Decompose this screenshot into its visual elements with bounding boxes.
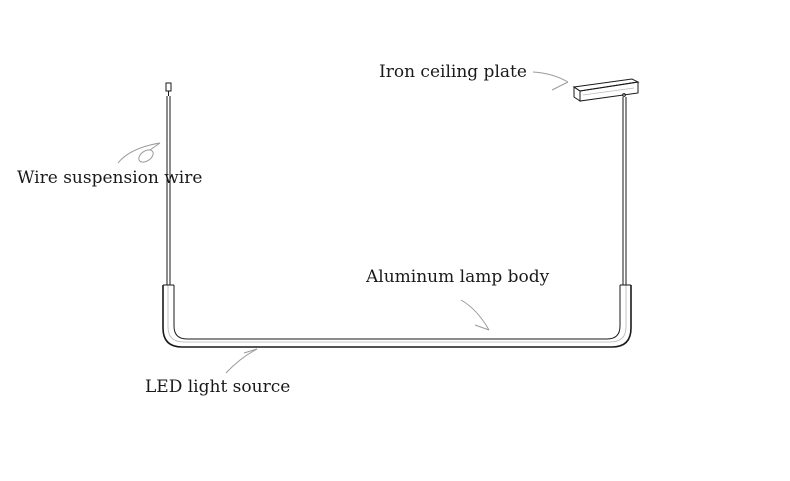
iron-ceiling-plate-label: Iron ceiling plate: [379, 62, 527, 82]
wire-suspension-label: Wire suspension wire: [17, 168, 203, 188]
led-light-source-label: LED light source: [145, 377, 291, 397]
leader-wire: [117, 142, 161, 164]
leader-body: [460, 299, 490, 331]
lamp-body-shape: [162, 284, 632, 348]
right-wire: [622, 97, 627, 285]
left-wire: [165, 82, 172, 285]
leader-plate: [532, 71, 569, 91]
leader-led: [225, 348, 258, 374]
ceiling-plate-shape: [572, 78, 640, 102]
aluminum-lamp-body-label: Aluminum lamp body: [366, 267, 550, 287]
